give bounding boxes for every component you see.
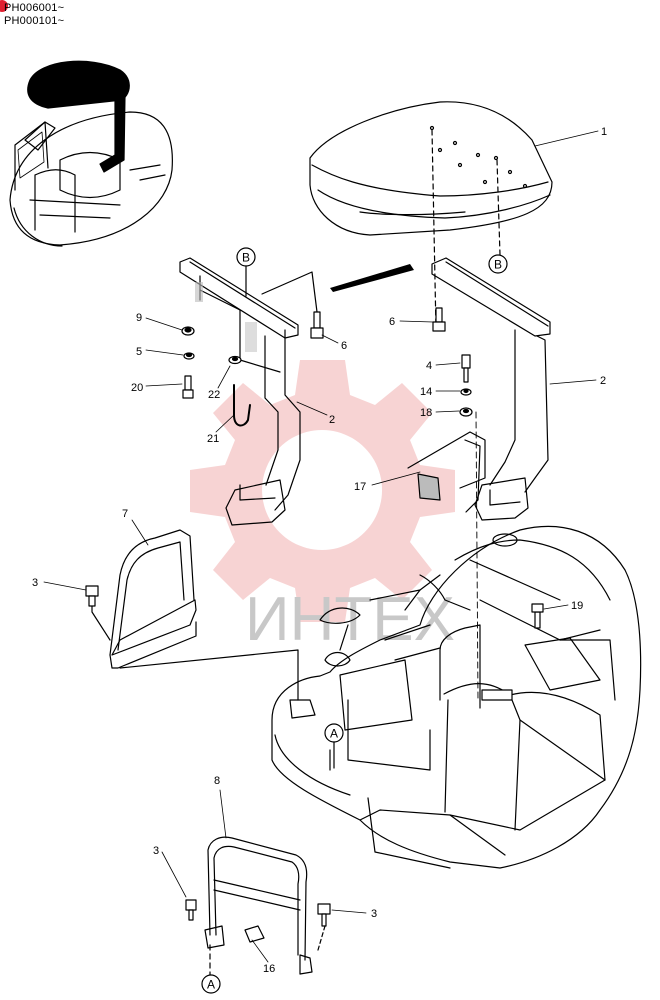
callout-17: 17 — [354, 481, 366, 493]
callout-1: 1 — [601, 126, 607, 138]
ref-label-b-left: B — [242, 251, 250, 265]
callout-7: 7 — [122, 508, 128, 520]
fasteners-right — [432, 307, 479, 701]
ref-label-b-right: B — [494, 258, 502, 272]
callout-5: 5 — [136, 346, 142, 358]
ref-label-a-body: A — [330, 727, 338, 741]
callout-6-left: 6 — [341, 340, 347, 352]
callout-19: 19 — [571, 600, 583, 612]
serial-range-2: PH000101~ — [4, 15, 65, 27]
reference-circles — [201, 247, 508, 994]
side-guard-part-7 — [85, 529, 299, 701]
callout-4: 4 — [426, 360, 432, 372]
fasteners-left — [181, 311, 324, 427]
callout-14: 14 — [420, 386, 432, 398]
callout-2-right: 2 — [600, 375, 606, 387]
callout-22: 22 — [208, 389, 220, 401]
inset-machine-view — [9, 60, 173, 247]
machine-body — [271, 525, 642, 869]
canopy-roof-part-1 — [309, 101, 553, 331]
callout-2-left: 2 — [329, 414, 335, 426]
leader-lines — [43, 130, 599, 963]
callout-16: 16 — [263, 963, 275, 975]
callout-20: 20 — [131, 382, 143, 394]
canopy-post-right-part-2 — [431, 257, 551, 521]
canopy-post-left-part-2 — [179, 257, 301, 526]
callout-21: 21 — [207, 433, 219, 445]
serial-range-1: PH006001~ — [4, 2, 65, 14]
callout-8: 8 — [214, 775, 220, 787]
callout-3-rail-left: 3 — [153, 845, 159, 857]
watermark-gear — [190, 360, 455, 622]
callout-3-guard: 3 — [32, 577, 38, 589]
callout-6-right: 6 — [389, 316, 395, 328]
direction-arrow — [330, 264, 414, 292]
ref-label-a-rail: A — [207, 978, 215, 992]
watermark-text: ИНТЕХ — [245, 585, 455, 654]
callout-3-rail-right: 3 — [371, 908, 377, 920]
red-marker — [0, 0, 8, 12]
callout-9: 9 — [136, 312, 142, 324]
callout-18: 18 — [420, 407, 432, 419]
handrail-part-8 — [185, 836, 331, 979]
bracket-part-17 — [407, 431, 486, 513]
ref-b-leader-left — [261, 271, 319, 321]
